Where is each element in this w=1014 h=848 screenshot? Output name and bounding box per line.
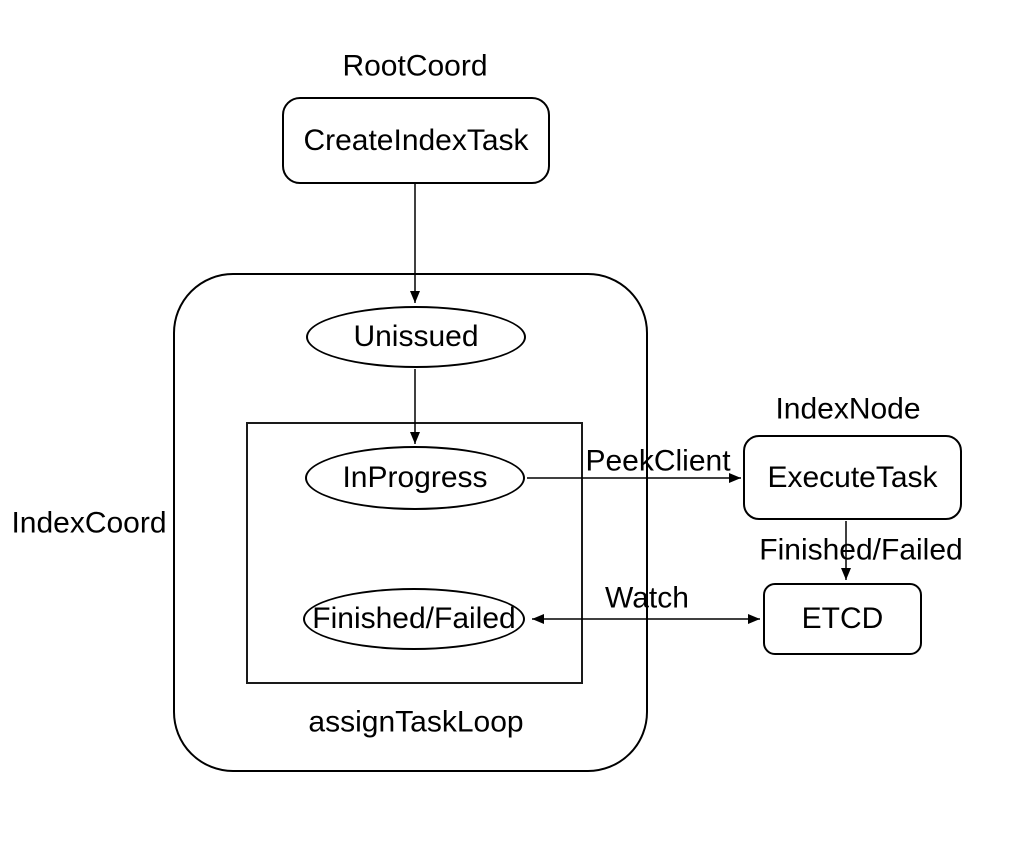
node-execute-task: ExecuteTask (743, 435, 962, 520)
node-execute-task-label: ExecuteTask (767, 460, 938, 494)
node-etcd: ETCD (763, 583, 922, 655)
edge-label-watch: Watch (605, 581, 689, 615)
node-create-index-task: CreateIndexTask (282, 97, 550, 184)
node-in-progress: InProgress (305, 446, 525, 510)
index-coord-container (173, 273, 648, 772)
node-unissued: Unissued (306, 306, 526, 368)
node-finished-failed-label: Finished/Failed (312, 602, 516, 635)
edge-label-peek-client: PeekClient (585, 444, 731, 478)
edge-label-finished-failed: Finished/Failed (759, 533, 963, 567)
assign-task-loop-label: assignTaskLoop (308, 705, 524, 739)
node-create-index-task-label: CreateIndexTask (303, 123, 529, 157)
index-node-label: IndexNode (775, 392, 921, 426)
node-etcd-label: ETCD (801, 602, 884, 635)
node-in-progress-label: InProgress (342, 461, 488, 494)
index-coord-label: IndexCoord (11, 506, 167, 540)
node-finished-failed: Finished/Failed (303, 588, 525, 650)
root-coord-label: RootCoord (342, 49, 488, 83)
node-unissued-label: Unissued (353, 320, 479, 353)
